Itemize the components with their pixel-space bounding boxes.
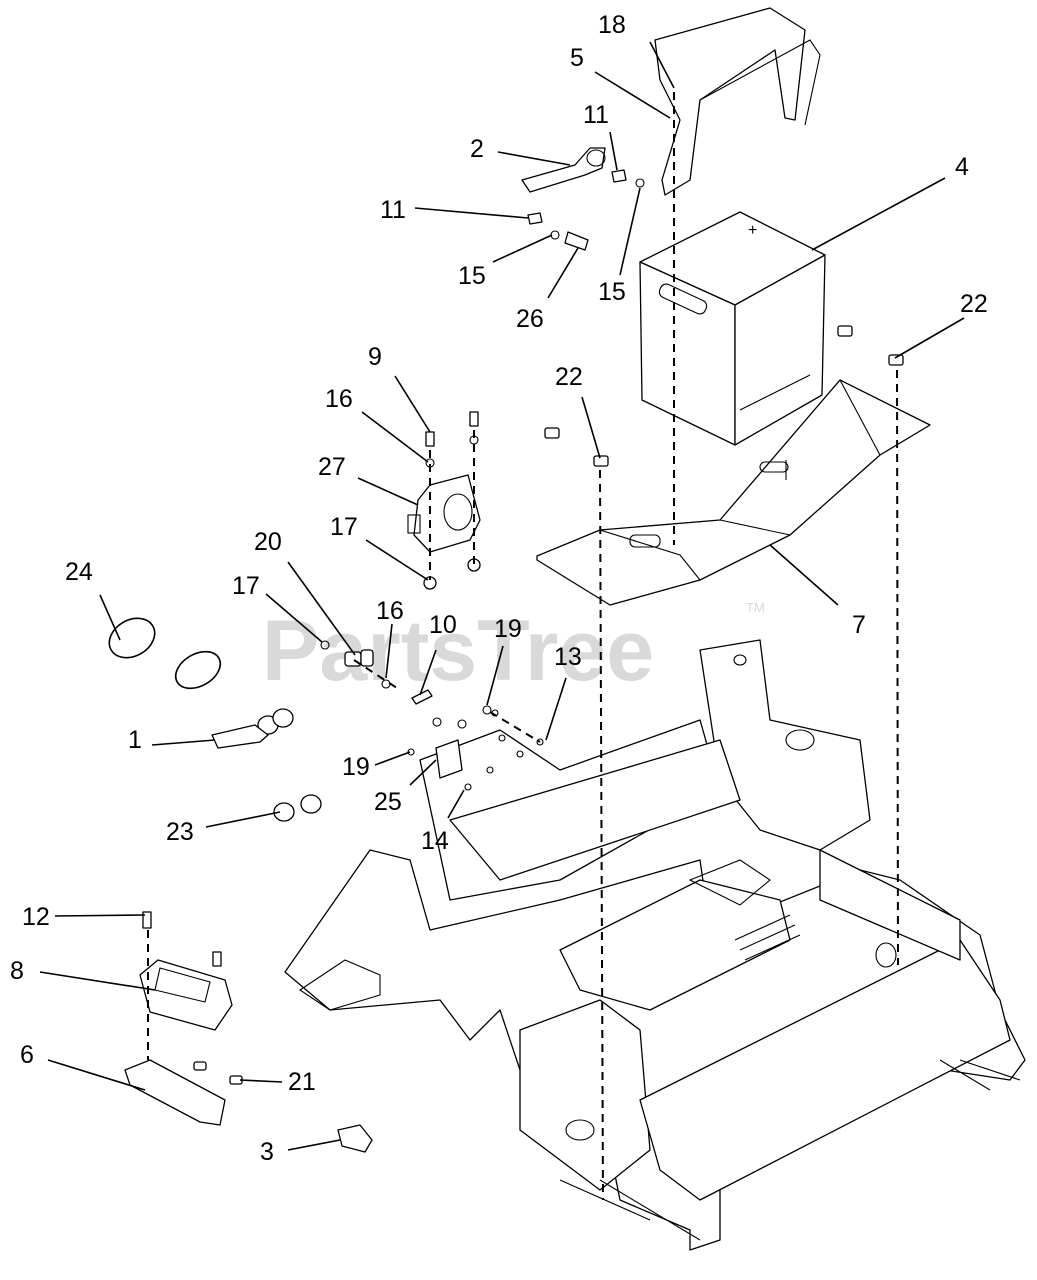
callout-19-top: 19 xyxy=(494,615,522,643)
callout-16-mid: 16 xyxy=(376,597,404,625)
watermark-text: PartsTree xyxy=(262,603,654,699)
callout-5: 5 xyxy=(570,44,584,72)
callout-11-top: 11 xyxy=(583,101,609,129)
callout-19-bottom: 19 xyxy=(342,753,370,781)
battery-cables xyxy=(521,147,645,251)
callout-22-left: 22 xyxy=(555,363,583,391)
callout-15-left: 15 xyxy=(458,262,486,290)
leader-lines xyxy=(39,41,965,1151)
alarm-unit xyxy=(407,474,481,553)
battery: + xyxy=(639,211,826,446)
frame-chassis xyxy=(284,639,1026,1251)
callout-2: 2 xyxy=(470,135,484,163)
callout-26: 26 xyxy=(516,305,544,333)
callout-labels: 18 5 11 2 4 11 15 26 15 22 9 16 22 27 17… xyxy=(10,11,988,1166)
callout-18: 18 xyxy=(598,11,626,39)
callout-4: 4 xyxy=(955,153,969,181)
callout-17-top: 17 xyxy=(330,513,358,541)
callout-23: 23 xyxy=(166,818,194,846)
callout-6: 6 xyxy=(20,1041,34,1069)
callout-7: 7 xyxy=(852,611,866,639)
callout-1: 1 xyxy=(128,726,142,754)
callout-22-right: 22 xyxy=(960,290,988,318)
callout-13: 13 xyxy=(554,643,582,671)
callout-27: 27 xyxy=(318,453,346,481)
callout-3: 3 xyxy=(260,1138,274,1166)
battery-hold-down xyxy=(654,7,821,196)
callout-24: 24 xyxy=(65,558,93,586)
watermark-trademark: TM xyxy=(746,600,765,615)
callout-15-right: 15 xyxy=(598,278,626,306)
callout-21: 21 xyxy=(288,1068,316,1096)
assembly-lines xyxy=(147,92,899,1201)
grommets-and-clip xyxy=(211,708,322,822)
controller-assembly xyxy=(124,911,373,1153)
callout-9: 9 xyxy=(368,343,382,371)
callout-14: 14 xyxy=(421,827,449,855)
callout-12: 12 xyxy=(22,903,50,931)
callout-17-left: 17 xyxy=(232,572,260,600)
callout-25: 25 xyxy=(374,788,402,816)
tray-bolts xyxy=(544,325,904,467)
callout-10: 10 xyxy=(429,611,457,639)
callout-8: 8 xyxy=(10,957,24,985)
svg-text:+: + xyxy=(748,222,757,239)
cable-ties xyxy=(108,617,222,690)
battery-tray xyxy=(536,379,931,606)
callout-20: 20 xyxy=(254,528,282,556)
callout-11-left: 11 xyxy=(380,196,406,224)
callout-16-top: 16 xyxy=(325,385,353,413)
